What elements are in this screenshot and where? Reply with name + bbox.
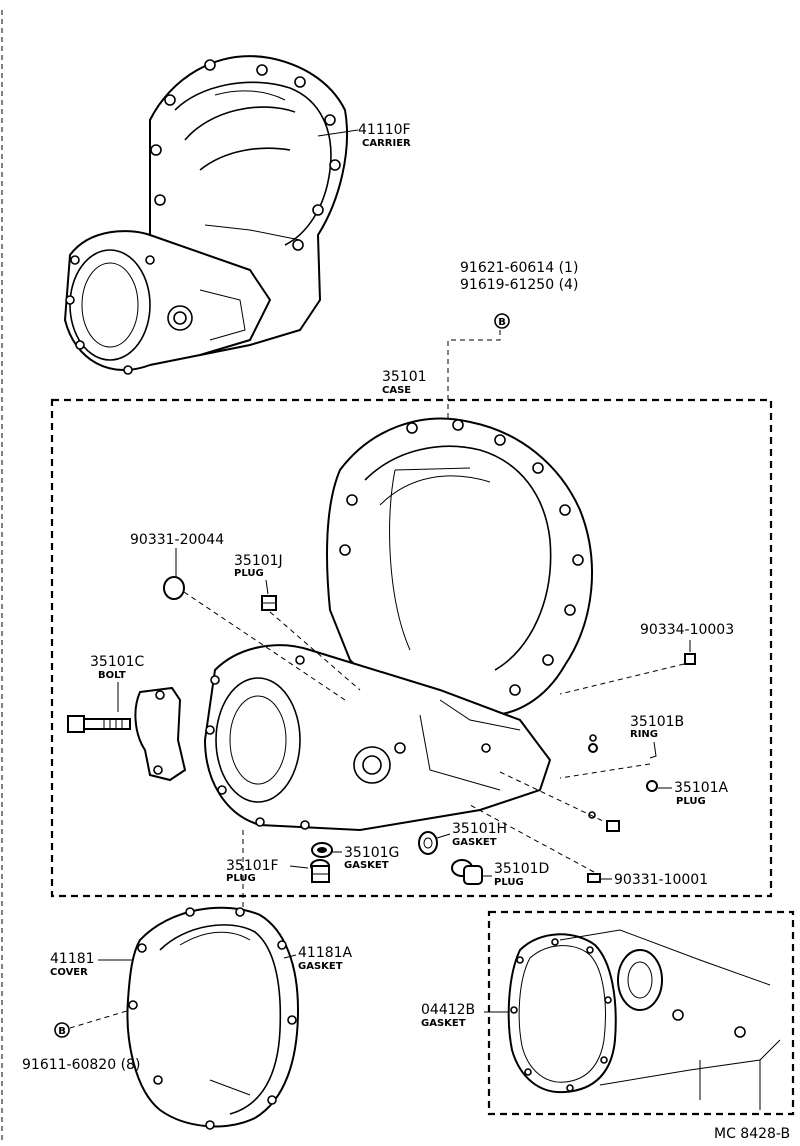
- gasket-h-name: GASKET: [452, 837, 497, 848]
- plug-f-part: [310, 859, 330, 883]
- case-name: CASE: [382, 385, 411, 396]
- plug-seal-part-no: 90331-20044: [130, 532, 224, 548]
- dash-plug-90331: [469, 804, 595, 873]
- gasket-kit-name: GASKET: [421, 1018, 466, 1029]
- cover-bolt-marker-letter: B: [58, 1026, 66, 1037]
- nut-part: [684, 653, 696, 665]
- plug-j-part-no: 35101J: [234, 553, 283, 569]
- gasket-h-part-no: 35101H: [452, 821, 507, 837]
- gasket-a-name: GASKET: [298, 961, 343, 972]
- carrier-bolts-line1: 91621-60614 (1): [460, 260, 578, 276]
- plug-a-name: PLUG: [676, 796, 706, 807]
- cover-drawing: [126, 906, 300, 1130]
- plug-d-name: PLUG: [494, 877, 524, 888]
- carrier-drawing: [63, 55, 348, 375]
- cover-name: COVER: [50, 967, 88, 978]
- ring-b-part: [588, 734, 598, 753]
- leader-plug-j: [265, 579, 269, 595]
- dash-plug-j: [269, 611, 361, 691]
- leader-carrier-bolts: [447, 330, 501, 420]
- bolt-c-part-no: 35101C: [90, 654, 145, 670]
- gasket-g-part-no: 35101G: [344, 845, 399, 861]
- plug-90331-part: [587, 873, 601, 883]
- dash-nut: [559, 663, 685, 695]
- plug-j-part: [261, 595, 277, 611]
- b-marker-icon-cover: [54, 1022, 70, 1038]
- bearing-cap-part: [134, 686, 187, 782]
- plug-a-part-no: 35101A: [674, 780, 729, 796]
- case-part-no: 35101: [382, 369, 427, 385]
- leader-gasket-a: [283, 954, 297, 959]
- leader-carrier: [317, 129, 359, 137]
- plug-a-part: [646, 780, 658, 792]
- gasket-kit-drawing: [507, 929, 781, 1110]
- gasket-kit-part-no: 04412B: [421, 1002, 475, 1018]
- dash-ring-b: [559, 763, 651, 779]
- b-marker-icon: [494, 313, 510, 329]
- cover-bolt-marker: B: [54, 1022, 70, 1038]
- case-assembly-box: [50, 398, 773, 898]
- leader-ring-b: [649, 741, 657, 759]
- gasket-a-part-no: 41181A: [298, 945, 353, 961]
- plug-d-part: [451, 859, 483, 885]
- bolt-c-name: BOLT: [98, 670, 126, 681]
- ring-b-part-no: 35101B: [630, 714, 684, 730]
- carrier-name: CARRIER: [362, 138, 411, 149]
- plug-90331-part-no: 90331-10001: [614, 872, 708, 888]
- plug-f-name: PLUG: [226, 873, 256, 884]
- gasket-g-name: GASKET: [344, 860, 389, 871]
- carrier-bolt-marker: B: [494, 313, 510, 329]
- dash-small-plug: [499, 771, 606, 823]
- plug-d-part-no: 35101D: [494, 861, 549, 877]
- plug-seal-part: [163, 576, 185, 600]
- carrier-bolt-marker-letter: B: [498, 317, 506, 328]
- case-drawing: [203, 417, 593, 832]
- nut-part-no: 90334-10003: [640, 622, 734, 638]
- ring-b-name: RING: [630, 729, 658, 740]
- bolt-c-part: [67, 715, 131, 733]
- cover-part-no: 41181: [50, 951, 95, 967]
- cover-bolt-part-no: 91611-60820 (8): [22, 1057, 140, 1073]
- carrier-bolts-line2: 91619-61250 (4): [460, 277, 578, 293]
- drawing-code: MC 8428-B: [714, 1126, 790, 1142]
- gasket-g-part: [311, 842, 333, 858]
- dash-cover-bolt: [69, 1009, 131, 1029]
- gasket-h-part: [418, 831, 438, 855]
- plug-j-name: PLUG: [234, 568, 264, 579]
- leader-plug-f: [289, 865, 309, 869]
- small-plug-part: [606, 820, 620, 832]
- plug-f-part-no: 35101F: [226, 858, 279, 874]
- carrier-part-no: 41110F: [358, 122, 411, 138]
- leader-gasket-h: [436, 833, 451, 839]
